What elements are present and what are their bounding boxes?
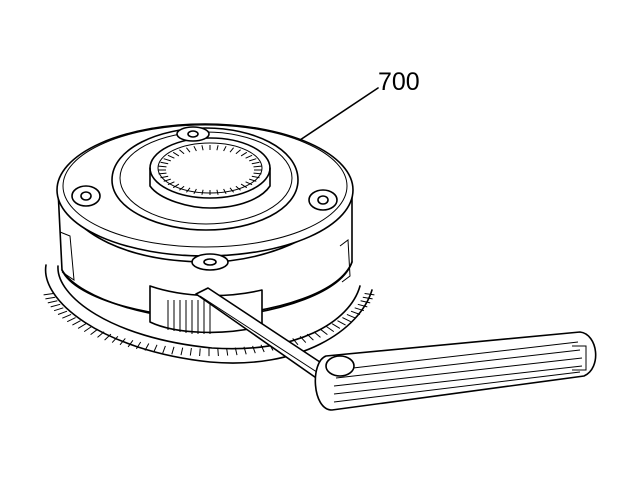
bore-lower-lip xyxy=(149,167,271,209)
ring-gear-inner-edge xyxy=(57,265,361,350)
gauge-pivot-screw xyxy=(325,355,355,377)
gauge-handle xyxy=(314,331,597,411)
pinion-gear-teeth xyxy=(167,300,211,334)
gauge-leaf-lines xyxy=(333,341,583,403)
feeler-blade-edge xyxy=(199,295,327,379)
housing-left-window xyxy=(59,231,75,281)
housing-right-window xyxy=(339,239,351,283)
flange-top-edge xyxy=(62,124,348,248)
housing-side-wall xyxy=(57,187,353,318)
hub-splines xyxy=(158,145,262,195)
callout-label: 700 xyxy=(378,68,420,96)
callout-leader-line xyxy=(299,87,379,141)
bolt-boss-left xyxy=(71,185,101,207)
bolt-bosses xyxy=(71,126,338,271)
bolt-boss-right xyxy=(308,189,338,211)
bolt-boss-top xyxy=(176,126,210,142)
gauge-end-clip xyxy=(572,345,587,371)
feeler-gauge xyxy=(195,287,597,411)
bolt-boss-bottom xyxy=(191,253,229,271)
ring-gear-outline xyxy=(44,264,373,364)
top-flange xyxy=(56,123,354,257)
